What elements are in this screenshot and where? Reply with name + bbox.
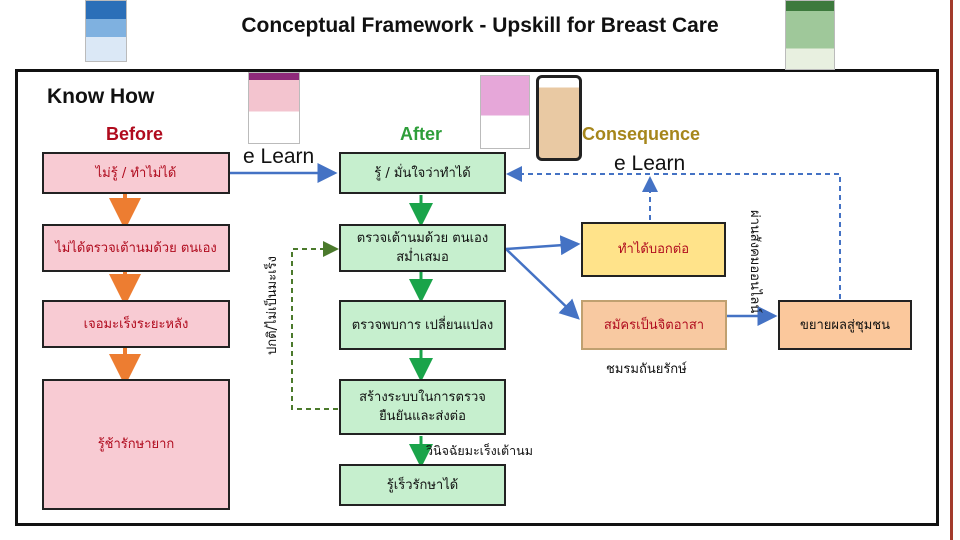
arrow-normal-loop xyxy=(291,241,339,410)
before-box-unaware: ไม่รู้ / ทำไม่ได้ xyxy=(42,152,230,194)
consequence-box-tell-others: ทำได้บอกต่อ xyxy=(581,222,726,277)
elearn-label-left: e Learn xyxy=(243,145,315,168)
header-consequence: Consequence xyxy=(582,124,701,144)
elearn-thumbnail-2 xyxy=(480,75,530,149)
know-how-label: Know How xyxy=(47,85,155,108)
phone-app-thumbnail xyxy=(536,75,582,161)
arrow-to-volunteer xyxy=(505,248,580,320)
page-title: Conceptual Framework - Upskill for Breas… xyxy=(241,14,719,37)
before-box-late-treatment: รู้ช้ารักษายาก xyxy=(42,379,230,510)
after-box-early-treatment: รู้เร็วรักษาได้ xyxy=(339,464,506,506)
club-label: ชมรมถันยรักษ์ xyxy=(606,362,687,377)
consequence-box-volunteer: สมัครเป็นจิตอาสา xyxy=(581,300,727,350)
elearn-thumbnail-1 xyxy=(248,72,300,144)
after-box-regular-exam: ตรวจเต้านมด้วย ตนเองสม่ำเสมอ xyxy=(339,224,506,272)
poster-thumbnail-top-right xyxy=(785,0,835,70)
after-box-detect-change: ตรวจพบการ เปลี่ยนแปลง xyxy=(339,300,506,350)
framework-frame xyxy=(15,69,939,526)
after-box-confident: รู้ / มั่นใจว่าทำได้ xyxy=(339,152,506,194)
social-media-label: ผ่านสังคมออนไลน์ xyxy=(747,210,762,314)
before-box-late-stage: เจอมะเร็งระยะหลัง xyxy=(42,300,230,348)
arrow-community-loop xyxy=(506,166,841,299)
header-after: After xyxy=(400,124,443,144)
normal-loop-label: ปกติ/ไม่เป็นมะเร็ง xyxy=(265,256,280,355)
poster-thumbnail-top-left xyxy=(85,0,127,62)
slide-edge-bar xyxy=(950,0,953,540)
elearn-label-right: e Learn xyxy=(614,152,686,175)
header-before: Before xyxy=(106,124,164,144)
consequence-box-community: ขยายผลสู่ชุมชน xyxy=(778,300,912,350)
before-box-no-self-exam: ไม่ได้ตรวจเต้านมด้วย ตนเอง xyxy=(42,224,230,272)
arrow-to-tell-others xyxy=(505,235,581,256)
after-box-referral-system: สร้างระบบในการตรวจ ยืนยันและส่งต่อ xyxy=(339,379,506,435)
diagnose-label: วินิจฉัยมะเร็งเต้านม xyxy=(426,443,533,458)
